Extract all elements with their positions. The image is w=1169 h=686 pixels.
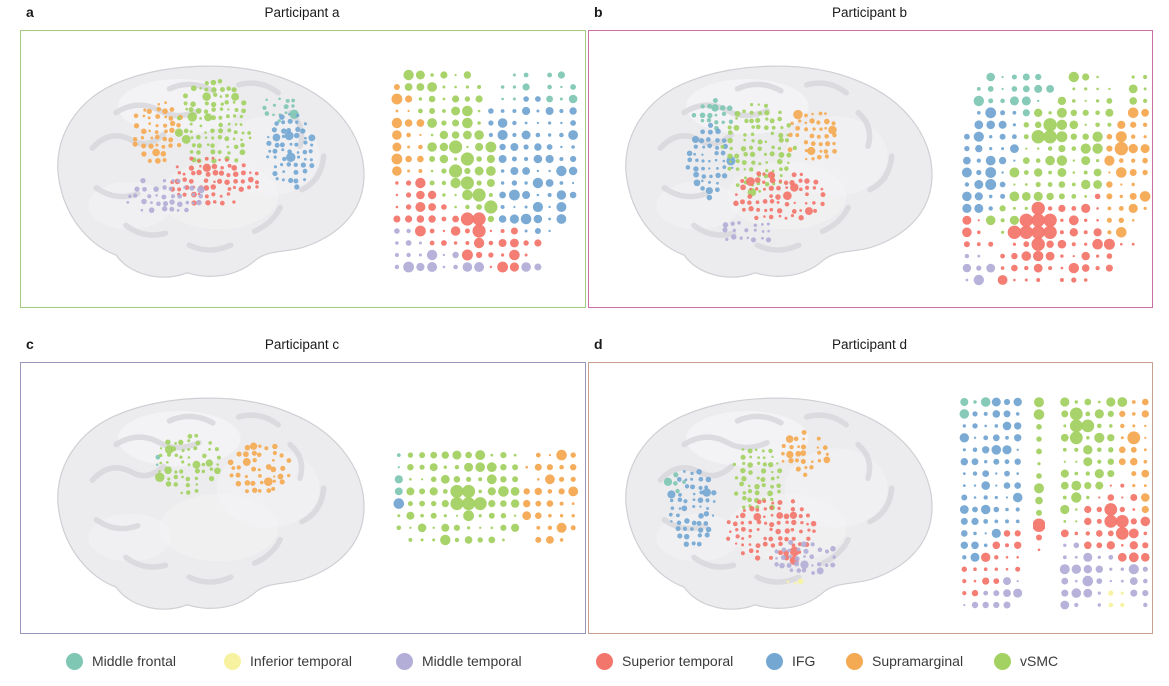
panel-b bbox=[588, 30, 1153, 308]
legend-label-vsmc: vSMC bbox=[1020, 653, 1059, 669]
legend-label-middle-frontal: Middle frontal bbox=[92, 653, 177, 669]
panel-header-b: b Participant b bbox=[588, 4, 1151, 24]
panel-header-d: d Participant d bbox=[588, 336, 1151, 356]
panel-header-a: a Participant a bbox=[20, 4, 584, 24]
legend-label-inferior-temporal: Inferior temporal bbox=[250, 653, 352, 669]
electrode-grid-a-1 bbox=[391, 69, 578, 273]
legend-label-superior-temporal: Superior temporal bbox=[622, 653, 734, 669]
electrode-grid-d-2 bbox=[1033, 397, 1045, 552]
legend-item-ifg: IFG bbox=[766, 646, 815, 676]
panel-letter-d: d bbox=[594, 336, 603, 352]
legend-item-inferior-temporal: Inferior temporal bbox=[224, 646, 352, 676]
electrode-grid-b-1 bbox=[961, 71, 1151, 286]
panel-header-c: c Participant c bbox=[20, 336, 584, 356]
brain-render-d bbox=[625, 397, 933, 610]
legend-dot-ifg bbox=[766, 652, 783, 670]
brain-render-a bbox=[57, 65, 365, 278]
legend-item-middle-frontal: Middle frontal bbox=[66, 646, 176, 676]
legend-item-supramarginal: Supramarginal bbox=[846, 646, 963, 676]
brain-render-b bbox=[625, 65, 933, 278]
legend-label-supramarginal: Supramarginal bbox=[872, 653, 964, 669]
legend-dot-middle-frontal bbox=[66, 652, 83, 670]
legend-label-ifg: IFG bbox=[792, 653, 816, 669]
panel-letter-a: a bbox=[26, 4, 34, 20]
panel-title-c: Participant c bbox=[264, 337, 340, 352]
legend-item-middle-temporal: Middle temporal bbox=[396, 646, 522, 676]
legend-dot-supramarginal bbox=[846, 652, 863, 670]
panel-title-a: Participant a bbox=[264, 5, 340, 20]
panel-letter-c: c bbox=[26, 336, 34, 352]
panel-c bbox=[20, 362, 586, 634]
legend-item-superior-temporal: Superior temporal bbox=[596, 646, 733, 676]
legend-label-middle-temporal: Middle temporal bbox=[422, 653, 522, 669]
legend-dot-vsmc bbox=[994, 652, 1011, 670]
brain-render-c bbox=[57, 397, 365, 610]
electrode-grid-d-1 bbox=[959, 397, 1023, 609]
panel-d bbox=[588, 362, 1153, 634]
panel-letter-b: b bbox=[594, 4, 603, 20]
legend-dot-inferior-temporal bbox=[224, 652, 241, 670]
legend-dot-superior-temporal bbox=[596, 652, 613, 670]
electrode-grid-d-3 bbox=[1059, 397, 1151, 610]
panel-title-d: Participant d bbox=[831, 337, 908, 352]
legend: Middle frontal Inferior temporal Middle … bbox=[0, 646, 1169, 676]
legend-item-vsmc: vSMC bbox=[994, 646, 1058, 676]
panel-a bbox=[20, 30, 586, 308]
electrode-grid-c-1 bbox=[393, 449, 579, 546]
panel-title-b: Participant b bbox=[831, 5, 908, 20]
legend-dot-middle-temporal bbox=[396, 652, 413, 670]
